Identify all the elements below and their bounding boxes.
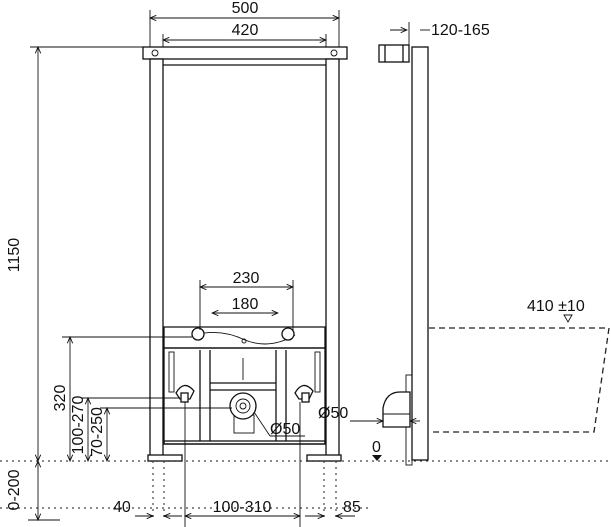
bidet-module — [163, 326, 326, 445]
dim-depth-range: 120-165 — [431, 22, 490, 39]
dim-module-height: 320 — [52, 385, 69, 412]
dim-width-inner: 420 — [232, 22, 259, 39]
dim-foot-offset: 40 — [113, 499, 131, 516]
dim-seat-height: 410 ±10 — [527, 298, 585, 315]
front-view-frame — [142, 46, 348, 520]
side-drain-elbow — [382, 391, 411, 428]
dim-fixing-outer: 230 — [233, 270, 260, 287]
dim-foot-adjust: 0-200 — [6, 469, 23, 510]
dim-supply-height: 100-270 — [70, 396, 87, 455]
dim-drain-height: 70-250 — [89, 407, 106, 457]
label-drain-diameter-side: Ø50 — [318, 405, 348, 422]
dim-height-total: 1150 — [6, 238, 23, 273]
dimensions-front — [28, 10, 355, 527]
bidet-outline — [429, 327, 610, 433]
dim-fixing-inner: 180 — [232, 296, 259, 313]
label-drain-diameter-front: Ø50 — [270, 421, 300, 438]
dim-width-outer: 500 — [232, 0, 259, 17]
dim-side-offset: 85 — [343, 499, 361, 516]
drain-fitting — [229, 392, 257, 420]
dim-drain-lateral: 100-310 — [213, 499, 272, 516]
label-floor-level: 0 — [372, 439, 381, 456]
side-view — [350, 22, 610, 466]
